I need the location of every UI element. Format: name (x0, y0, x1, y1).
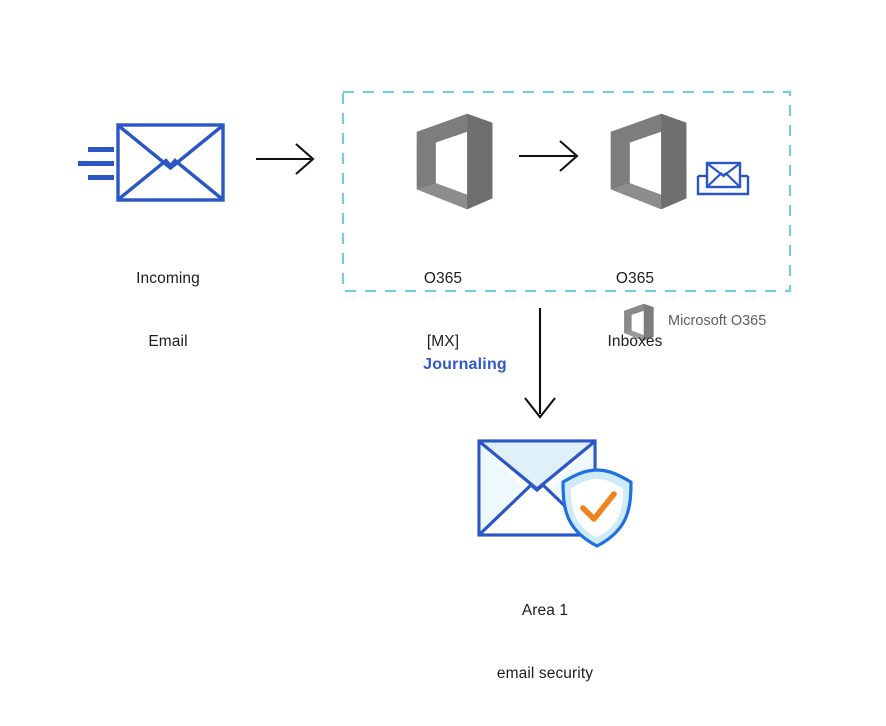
arrow-right-incoming-icon (256, 143, 315, 175)
diagram-graphics (78, 90, 792, 548)
incoming-email-caption-line1: Incoming (136, 270, 200, 287)
inbox-envelope-icon (696, 161, 750, 196)
area1-caption-line2: email security (496, 665, 594, 682)
diagram-canvas: Incoming Email O365 [MX] O365 Inboxes Jo… (78, 90, 792, 682)
legend-label-microsoft-o365: Microsoft O365 (668, 313, 767, 329)
o365-inboxes-caption-line2: Inboxes (607, 333, 663, 350)
office-365-logo-inboxes-icon (610, 113, 687, 210)
incoming-email-caption-line2: Email (148, 333, 188, 350)
o365-inboxes-caption-line1: O365 (615, 270, 655, 287)
arrow-down-journaling-icon (524, 308, 556, 419)
area1-email-security-caption: Area 1 email security (465, 558, 625, 726)
incoming-email-envelope-icon (116, 123, 225, 202)
motion-lines-icon (78, 147, 114, 180)
o365-mx-caption-line2: [MX] (426, 333, 460, 350)
incoming-email-caption: Incoming Email (88, 226, 248, 394)
secure-email-shield-icon (477, 439, 633, 548)
office-365-logo-mx-icon (416, 113, 493, 210)
office-365-logo-legend-icon (624, 303, 654, 341)
arrow-right-mx-to-inboxes-icon (519, 140, 579, 172)
o365-mx-caption-line1: O365 (423, 270, 463, 287)
area1-caption-line1: Area 1 (521, 602, 569, 619)
journaling-label: Journaling (423, 356, 507, 373)
o365-inboxes-caption: O365 Inboxes (560, 226, 710, 394)
o365-boundary-box (341, 90, 792, 293)
o365-mx-caption: O365 [MX] (368, 226, 518, 394)
